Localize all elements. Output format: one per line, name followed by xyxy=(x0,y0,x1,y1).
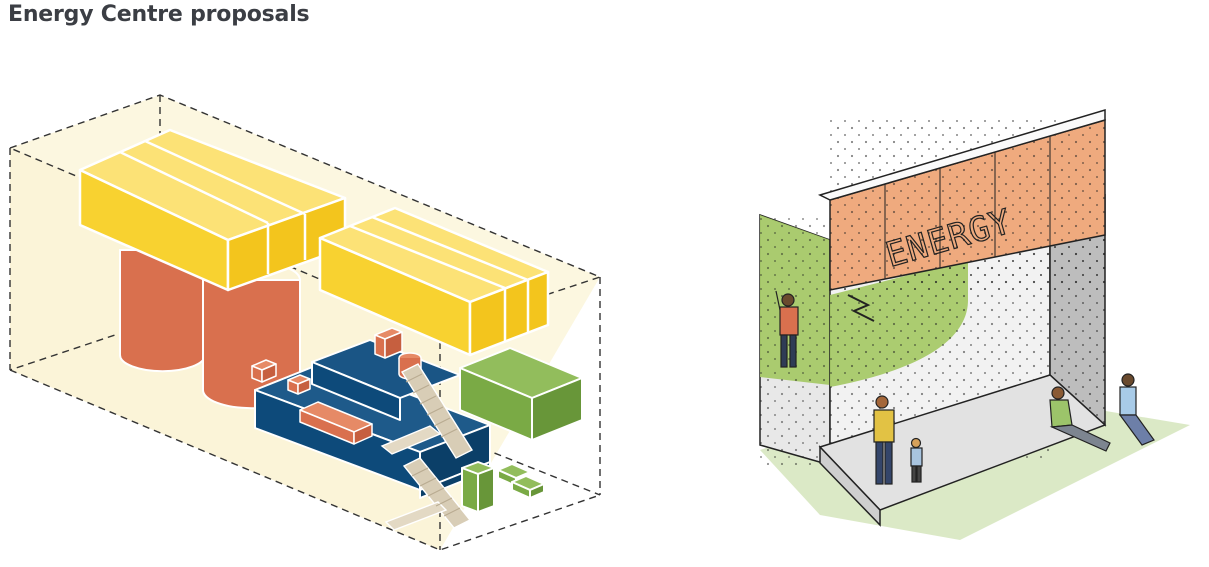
energy-centre-street-sketch: ENERGY xyxy=(750,95,1195,540)
energy-sign-band: ENERGY xyxy=(820,110,1105,290)
page-title: Energy Centre proposals xyxy=(8,2,309,27)
energy-centre-isometric-diagram xyxy=(0,90,610,560)
